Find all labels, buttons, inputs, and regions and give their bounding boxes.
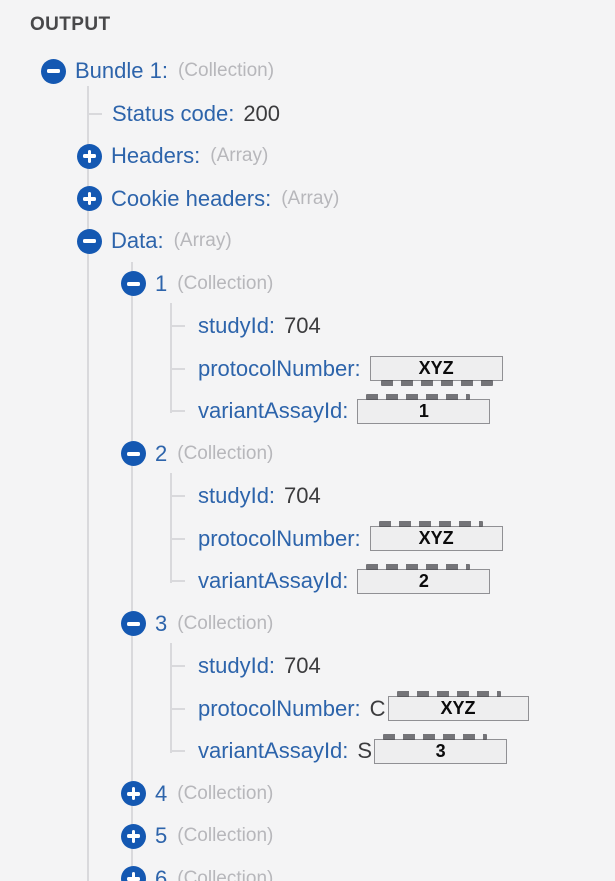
field-value: 200 — [243, 100, 281, 126]
redaction-box: XYZ — [369, 356, 503, 387]
redaction-box: XYZ — [387, 691, 529, 722]
tree-field-protocolnumber: protocolNumber: C XYZ — [0, 688, 615, 731]
field-value-prefix: C — [369, 695, 386, 721]
collapse-icon[interactable] — [121, 611, 146, 637]
node-type: (Collection) — [177, 782, 274, 804]
node-label: Headers: — [111, 143, 201, 169]
item-index: 3 — [155, 610, 168, 636]
collapse-icon[interactable] — [77, 228, 102, 254]
field-key: protocolNumber: — [198, 525, 361, 551]
field-key: variantAssayId: — [198, 568, 349, 594]
tree-guide-tick — [170, 325, 185, 327]
tree-item-5: 5 (Collection) — [0, 815, 615, 858]
panel-header: OUTPUT — [0, 0, 615, 50]
tree-guide-tick — [170, 368, 185, 370]
item-index: 5 — [155, 823, 168, 849]
redaction-label: 1 — [418, 400, 429, 421]
tree-field-variantassayid: variantAssayId: 1 — [0, 390, 615, 433]
expand-icon[interactable] — [121, 781, 146, 807]
redaction-label: 2 — [418, 570, 429, 591]
node-label: Bundle 1: — [75, 58, 168, 84]
tree-node-data: Data: (Array) — [0, 220, 615, 263]
tree-node-bundle-1: Bundle 1: (Collection) — [0, 50, 615, 93]
tree-field-studyid: studyId: 704 — [0, 475, 615, 518]
redaction-box: XYZ — [369, 521, 503, 552]
tree-guide-line — [170, 473, 172, 583]
tree-item-3: 3 (Collection) — [0, 603, 615, 646]
node-type: (Array) — [173, 230, 232, 252]
expand-icon[interactable] — [77, 186, 102, 212]
field-key: variantAssayId: — [198, 738, 349, 764]
node-type: (Array) — [281, 187, 340, 209]
tree-item-6: 6 (Collection) — [0, 858, 615, 881]
tree-field-studyid: studyId: 704 — [0, 645, 615, 688]
tree-guide-line — [170, 303, 172, 413]
field-value-prefix: S — [357, 738, 373, 764]
tree-field-studyid: studyId: 704 — [0, 305, 615, 348]
field-key: protocolNumber: — [198, 355, 361, 381]
field-key: studyId: — [198, 653, 276, 679]
field-key: studyId: — [198, 483, 276, 509]
node-label: Data: — [111, 228, 164, 254]
collapse-icon[interactable] — [121, 441, 146, 467]
item-index: 6 — [155, 865, 168, 881]
node-type: (Collection) — [177, 825, 274, 847]
redaction-box: 1 — [357, 393, 491, 424]
collapse-icon[interactable] — [121, 271, 146, 297]
tree-guide-line — [170, 643, 172, 753]
field-value: 704 — [284, 483, 321, 509]
item-index: 4 — [155, 780, 168, 806]
tree-guide-tick — [170, 708, 185, 710]
node-label: Cookie headers: — [111, 185, 272, 211]
tree-guide-tick — [170, 580, 185, 582]
redaction-label: XYZ — [418, 358, 454, 379]
tree-guide-tick — [170, 665, 185, 667]
node-type: (Collection) — [177, 60, 275, 82]
tree-item-4: 4 (Collection) — [0, 773, 615, 816]
field-key: variantAssayId: — [198, 398, 349, 424]
redaction-label: XYZ — [440, 698, 476, 719]
redaction-box: 2 — [357, 563, 491, 594]
tree-guide-tick — [170, 750, 185, 752]
node-type: (Collection) — [177, 442, 274, 464]
node-type: (Array) — [210, 145, 269, 167]
field-value: 704 — [284, 653, 321, 679]
tree-guide-tick — [170, 538, 185, 540]
field-key: studyId: — [198, 313, 276, 339]
item-index: 1 — [155, 270, 168, 296]
collapse-icon[interactable] — [41, 58, 66, 84]
item-index: 2 — [155, 440, 168, 466]
tree-item-2: 2 (Collection) — [0, 433, 615, 476]
tree-item-1: 1 (Collection) — [0, 263, 615, 306]
expand-icon[interactable] — [77, 143, 102, 169]
tree-guide-tick — [170, 410, 185, 412]
tree-node-cookie-headers: Cookie headers: (Array) — [0, 178, 615, 221]
expand-icon[interactable] — [121, 866, 146, 881]
field-value: 704 — [284, 313, 321, 339]
redaction-box: 3 — [374, 733, 508, 764]
tree-guide-tick — [170, 495, 185, 497]
tree-guide-tick — [87, 113, 102, 115]
field-key: protocolNumber: — [198, 695, 361, 721]
tree-node-headers: Headers: (Array) — [0, 135, 615, 178]
node-type: (Collection) — [177, 867, 274, 881]
tree-field-protocolnumber: protocolNumber: XYZ — [0, 518, 615, 561]
tree-field-variantassayid: variantAssayId: S 3 — [0, 730, 615, 773]
tree-field-protocolnumber: protocolNumber: XYZ — [0, 348, 615, 391]
tree-guide-line — [87, 86, 89, 881]
tree-field-status-code: Status code: 200 — [0, 93, 615, 136]
expand-icon[interactable] — [121, 823, 146, 849]
tree-guide-line — [131, 262, 133, 881]
redaction-label: XYZ — [418, 528, 454, 549]
tree-field-variantassayid: variantAssayId: 2 — [0, 560, 615, 603]
node-type: (Collection) — [177, 272, 274, 294]
panel-title: OUTPUT — [30, 14, 111, 35]
field-key: Status code: — [112, 100, 235, 126]
node-type: (Collection) — [177, 612, 274, 634]
redaction-label: 3 — [435, 740, 446, 761]
